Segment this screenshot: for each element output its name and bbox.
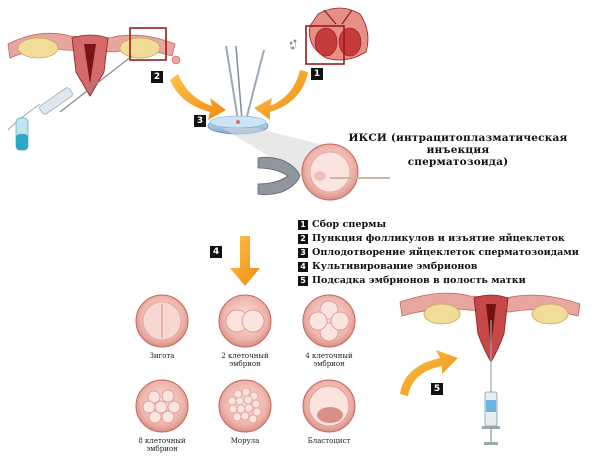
legend-number: 2 <box>298 233 308 244</box>
label-four-cell: 4 клеточный эмбрион <box>284 352 374 368</box>
step-badge-2: 2 <box>151 71 163 83</box>
legend-item: 1 Сбор спермы <box>298 218 598 231</box>
legend-number: 4 <box>298 261 308 272</box>
label-eight-cell-line1: 8 клеточный <box>138 437 186 445</box>
legend-item: 5 Подсадка эмбрионов в полость матки <box>298 274 598 287</box>
label-two-cell-line1: 2 клеточный <box>221 352 269 360</box>
label-morula-line1: Морула <box>230 437 260 445</box>
testes-illustration <box>308 7 369 61</box>
step-badge-4: 4 <box>210 246 222 258</box>
label-four-cell-line2: эмбрион <box>313 360 345 368</box>
label-eight-cell: 8 клеточный эмбрион <box>117 437 207 453</box>
egg-cell-icon <box>171 55 181 65</box>
arrow-step2-to-dish <box>170 74 226 120</box>
collection-tube <box>15 117 29 151</box>
pipettes <box>225 45 265 121</box>
step-badge-1: 1 <box>311 68 323 80</box>
label-two-cell: 2 клеточный эмбрион <box>200 352 290 368</box>
uterus-ovaries-illustration <box>7 32 176 97</box>
ovary-highlight-box <box>129 27 167 61</box>
legend-label: Оплодотворение яйцеклеток сперматозоидам… <box>312 247 579 258</box>
legend-item: 3 Оплодотворение яйцеклеток сперматозоид… <box>298 246 598 259</box>
cell-zygote <box>135 294 189 348</box>
legend-number: 3 <box>298 247 308 258</box>
step-badge-3: 3 <box>194 115 206 127</box>
cell-blastocyst <box>302 379 356 433</box>
puncture-needle <box>7 55 133 131</box>
legend-number: 1 <box>298 219 308 230</box>
legend-label: Сбор спермы <box>312 219 387 230</box>
legend-label: Подсадка эмбрионов в полость матки <box>312 275 526 286</box>
arrow-step5-to-uterus <box>400 350 458 396</box>
legend-item: 2 Пункция фолликулов и изъятие яйцеклето… <box>298 232 598 245</box>
label-blastocyst-line1: Бластоцист <box>307 437 351 445</box>
legend-label: Пункция фолликулов и изъятие яйцеклеток <box>312 233 565 244</box>
cell-eight-cell <box>135 379 189 433</box>
icsi-title-line1: ИКСИ (интрацитоплазматическая инъекция <box>348 132 568 156</box>
arrow-step1-to-dish <box>254 70 308 120</box>
step-badge-5: 5 <box>431 383 443 395</box>
icsi-title-line2: сперматозоида) <box>407 156 509 168</box>
cell-two-cell <box>218 294 272 348</box>
label-zygote-line1: Зигота <box>149 352 175 360</box>
uterus-transfer-illustration <box>399 292 581 363</box>
arrow-step4-down <box>230 236 260 286</box>
legend-label: Культивирование эмбрионов <box>312 261 478 272</box>
sperm-icon <box>289 39 297 50</box>
label-zygote: Зигота <box>117 352 207 360</box>
label-blastocyst: Бластоцист <box>284 437 374 445</box>
legend-item: 4 Культивирование эмбрионов <box>298 260 598 273</box>
label-eight-cell-line2: эмбрион <box>146 445 178 453</box>
label-morula: Морула <box>200 437 290 445</box>
cell-morula <box>218 379 272 433</box>
steps-legend: 1 Сбор спермы 2 Пункция фолликулов и изъ… <box>298 218 598 288</box>
label-four-cell-line1: 4 клеточный <box>305 352 353 360</box>
transfer-syringe <box>482 320 500 445</box>
icsi-zoom-illustration <box>257 143 390 201</box>
legend-number: 5 <box>298 275 308 286</box>
testis-highlight-box <box>305 25 345 65</box>
icsi-title: ИКСИ (интрацитоплазматическая инъекция с… <box>318 132 598 168</box>
label-two-cell-line2: эмбрион <box>229 360 261 368</box>
cell-four-cell <box>302 294 356 348</box>
